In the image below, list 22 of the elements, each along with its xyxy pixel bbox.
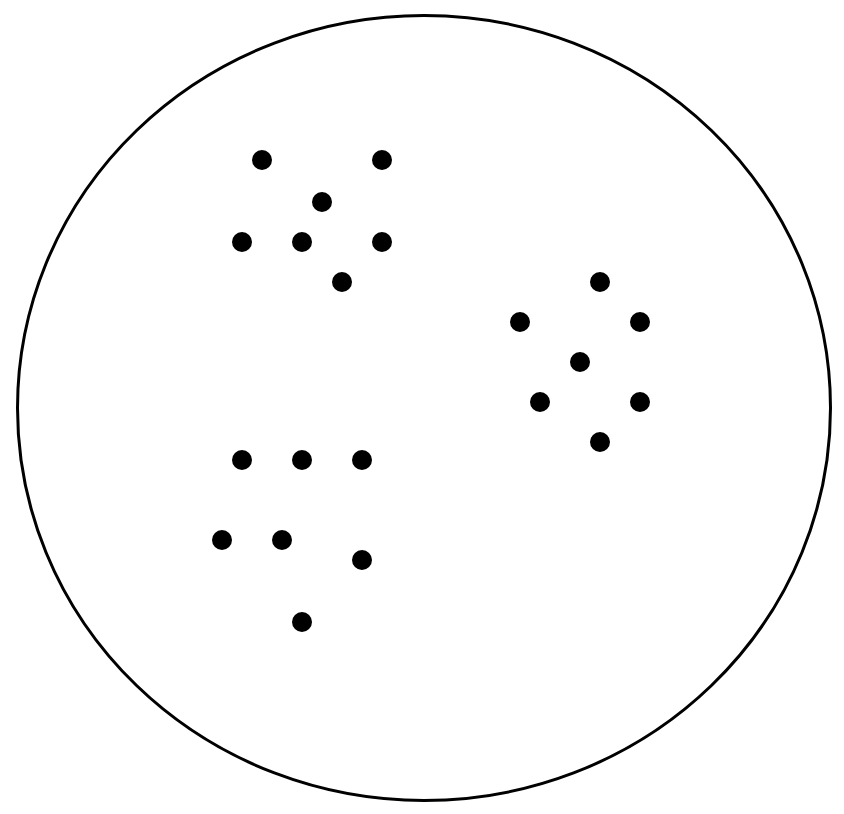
dot	[510, 312, 530, 332]
large-circle	[16, 14, 832, 802]
dot	[212, 530, 232, 550]
dot	[352, 550, 372, 570]
dot	[530, 392, 550, 412]
dot	[332, 272, 352, 292]
dot	[352, 450, 372, 470]
dot	[292, 612, 312, 632]
dot	[570, 352, 590, 372]
dot	[372, 232, 392, 252]
dot	[372, 150, 392, 170]
dot	[292, 450, 312, 470]
dot	[630, 312, 650, 332]
dot	[232, 232, 252, 252]
dot	[590, 272, 610, 292]
dot	[630, 392, 650, 412]
dot	[292, 232, 312, 252]
dot	[252, 150, 272, 170]
dot	[272, 530, 292, 550]
dot	[232, 450, 252, 470]
dot	[312, 192, 332, 212]
dot	[590, 432, 610, 452]
